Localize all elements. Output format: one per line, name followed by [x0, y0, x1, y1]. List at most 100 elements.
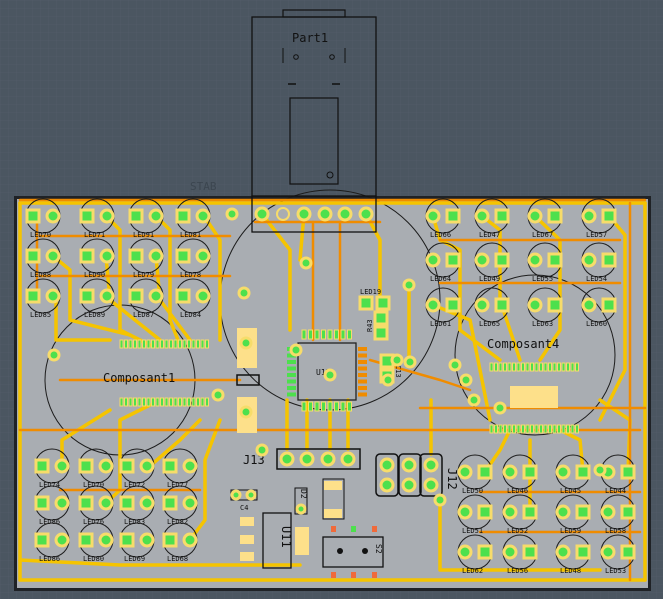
u13-chip[interactable]: U13	[287, 329, 367, 412]
u13-pin	[358, 366, 367, 371]
s2-switch[interactable]: S2	[322, 526, 384, 578]
led-led48[interactable]: LED48	[555, 534, 591, 575]
led-led70[interactable]: LED70	[25, 198, 61, 239]
led-led65[interactable]: LED65	[474, 287, 510, 328]
led-label: LED60	[586, 320, 607, 328]
u13-pin	[358, 373, 367, 377]
led-label: LED77	[167, 481, 188, 489]
led-label: LED51	[462, 527, 483, 535]
r43[interactable]: R43	[366, 310, 389, 341]
via	[493, 401, 507, 415]
led-led74[interactable]: LED74	[34, 448, 70, 489]
d2-label: D2	[299, 489, 308, 499]
led-led57[interactable]: LED57	[581, 198, 617, 239]
led-led45[interactable]: LED45	[555, 454, 591, 495]
led-led77[interactable]: LED77	[162, 448, 198, 489]
part1-pads[interactable]	[254, 206, 374, 222]
composant4-pin	[557, 362, 561, 372]
trace-top	[598, 214, 627, 422]
led-led46[interactable]: LED46	[502, 454, 538, 495]
led-led50[interactable]: LED50	[457, 454, 493, 495]
composant4-pin	[516, 362, 521, 372]
led-led87[interactable]: LED87	[128, 278, 164, 319]
composant1-pin	[146, 339, 151, 349]
led-led67[interactable]: LED67	[527, 198, 563, 239]
led-led62[interactable]: LED62	[457, 534, 493, 575]
c4-capacitor[interactable]: C4	[230, 489, 258, 512]
led-led91[interactable]: LED91	[128, 198, 164, 239]
led-led85[interactable]: LED85	[25, 278, 61, 319]
led-pad-round	[139, 532, 155, 548]
led-pad-square	[547, 252, 563, 268]
u13-pin	[334, 329, 339, 340]
led-pad-square	[78, 495, 94, 511]
led-led51[interactable]: LED51	[457, 494, 493, 535]
led-led59[interactable]: LED59	[555, 494, 591, 535]
led-led89[interactable]: LED89	[79, 278, 115, 319]
led-led68[interactable]: LED68	[162, 522, 198, 563]
led-label: LED53	[605, 567, 626, 575]
composant1-pin	[142, 339, 146, 349]
led-pad-round	[600, 504, 616, 520]
led-led83[interactable]: LED83	[119, 485, 155, 526]
led-led88[interactable]: LED88	[25, 238, 61, 279]
led-led44[interactable]: LED44	[600, 454, 636, 495]
j12-header[interactable]: J12	[375, 453, 459, 497]
led-led49[interactable]: LED49	[474, 242, 510, 283]
led-led53[interactable]: LED53	[600, 534, 636, 575]
via	[433, 493, 447, 507]
led-led70[interactable]: LED70	[78, 448, 114, 489]
led-led84[interactable]: LED84	[175, 278, 211, 319]
crystal[interactable]	[236, 328, 260, 433]
composant4-pin	[489, 362, 494, 372]
led-led82[interactable]: LED82	[162, 485, 198, 526]
composant4-pin	[521, 424, 525, 434]
led-led56[interactable]: LED56	[502, 534, 538, 575]
via	[467, 393, 481, 407]
s2-label: S2	[374, 544, 383, 554]
led-led54[interactable]: LED54	[581, 242, 617, 283]
led-led60[interactable]: LED60	[581, 287, 617, 328]
led-label: LED89	[84, 311, 105, 319]
u11-regulator[interactable]: U11	[240, 512, 293, 569]
led-pad-round	[148, 248, 164, 264]
led-led61[interactable]: LED61	[425, 287, 461, 328]
led-pad-square	[25, 288, 41, 304]
composant4[interactable]: Composant4	[487, 337, 579, 434]
led-led63[interactable]: LED63	[527, 287, 563, 328]
led-led66[interactable]: LED66	[425, 198, 461, 239]
j13-header[interactable]: J13	[243, 448, 361, 470]
led-led79[interactable]: LED79	[128, 238, 164, 279]
led-led76[interactable]: LED76	[78, 485, 114, 526]
led-pad-square	[477, 544, 493, 560]
composant1[interactable]: Composant1	[103, 339, 209, 407]
led-led81[interactable]: LED81	[175, 198, 211, 239]
composant1-pin	[178, 397, 182, 407]
fuse[interactable]	[322, 478, 345, 520]
led19[interactable]: LED19	[358, 288, 391, 311]
led-led86[interactable]: LED86	[34, 522, 70, 563]
led-led47[interactable]: LED47	[474, 198, 510, 239]
led-led71[interactable]: LED71	[79, 198, 115, 239]
composant4-pin	[521, 362, 525, 372]
led-pad-square	[128, 248, 144, 264]
led-led72[interactable]: LED72	[119, 448, 155, 489]
led-led78[interactable]: LED78	[175, 238, 211, 279]
led-label: LED49	[479, 275, 500, 283]
composant1-pin	[205, 339, 209, 349]
led-pad-square	[78, 532, 94, 548]
led-led64[interactable]: LED64	[425, 242, 461, 283]
led-label: LED83	[124, 518, 145, 526]
led-led80[interactable]: LED80	[78, 522, 114, 563]
trace-top	[51, 254, 132, 337]
d2-diode[interactable]: D2	[294, 487, 309, 555]
led-led90[interactable]: LED90	[79, 238, 115, 279]
led-led52[interactable]: LED52	[502, 494, 538, 535]
led-led55[interactable]: LED55	[527, 242, 563, 283]
led-led69[interactable]: LED69	[119, 522, 155, 563]
led-led86[interactable]: LED86	[34, 485, 70, 526]
led-pad-round	[600, 544, 616, 560]
led-led58[interactable]: LED58	[600, 494, 636, 535]
